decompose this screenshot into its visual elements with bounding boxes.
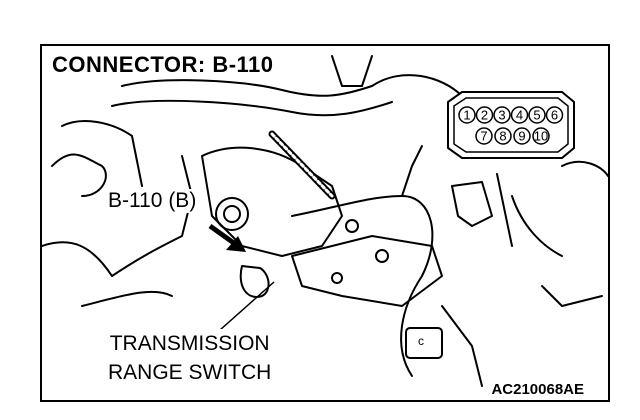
left-component-outline <box>51 153 107 197</box>
wire-tag-label: c <box>418 334 424 348</box>
housing-outline <box>201 146 343 257</box>
corrugated-tube-ribs <box>270 132 334 198</box>
connector-pin-number: 7 <box>480 129 487 144</box>
wire-harness <box>441 305 483 387</box>
connector-pin <box>494 127 512 145</box>
left-bracket <box>61 120 143 187</box>
bolt-head <box>345 219 359 233</box>
upper-hose-outline <box>121 79 373 97</box>
wire-harness <box>291 195 434 277</box>
wire-harness <box>400 275 423 377</box>
connector-pin <box>493 106 511 124</box>
connector-pin <box>532 127 550 145</box>
lower-left-line <box>42 241 113 277</box>
lower-left-line <box>81 290 173 307</box>
component-label: TRANSMISSION RANGE SWITCH <box>106 329 274 387</box>
right-outline <box>541 285 603 307</box>
component-label-line-2: RANGE SWITCH <box>108 361 272 384</box>
bolt-head <box>331 272 343 284</box>
range-switch-body <box>291 235 443 307</box>
left-hose <box>111 155 193 277</box>
connector-pin-number: 3 <box>498 108 505 123</box>
wire-clip <box>405 327 443 359</box>
lever-knob <box>239 265 270 298</box>
connector-pin <box>513 127 531 145</box>
right-hose <box>511 195 563 257</box>
page-title: CONNECTOR: B-110 <box>48 52 278 78</box>
connector-pin <box>510 106 529 124</box>
right-outline <box>561 160 608 177</box>
figure-code: AC210068AE <box>489 381 586 398</box>
connector-pin <box>528 106 546 124</box>
connector-pin-number: 4 <box>516 108 523 123</box>
connector-pin-number: 9 <box>518 129 525 144</box>
connector-socket-inner <box>223 205 241 223</box>
bracket-shape <box>331 55 373 87</box>
connector-callout-label: B-110 (B) <box>106 189 199 213</box>
upper-hose-outline <box>111 99 393 117</box>
bolt-head <box>375 249 389 263</box>
connector-pin <box>475 106 494 124</box>
wire-harness <box>401 145 423 197</box>
connector-pin-number: 2 <box>481 108 488 123</box>
connector-pin <box>458 106 476 124</box>
connector-pin <box>545 106 564 124</box>
connector-pin-number: 1 <box>463 108 470 123</box>
component-label-line-1: TRANSMISSION <box>109 332 270 355</box>
hose-curve <box>371 74 463 97</box>
pointer-arrow <box>208 223 246 252</box>
bracket-shape <box>451 181 493 227</box>
connector-pin-number: 8 <box>499 129 506 144</box>
connector-pin <box>475 127 493 145</box>
connector-socket <box>215 197 249 231</box>
connector-leader-line <box>496 173 513 247</box>
connector-pin-number: 6 <box>551 108 558 123</box>
connector-pin-number: 10 <box>534 129 548 144</box>
connector-pin-number: 5 <box>533 108 540 123</box>
